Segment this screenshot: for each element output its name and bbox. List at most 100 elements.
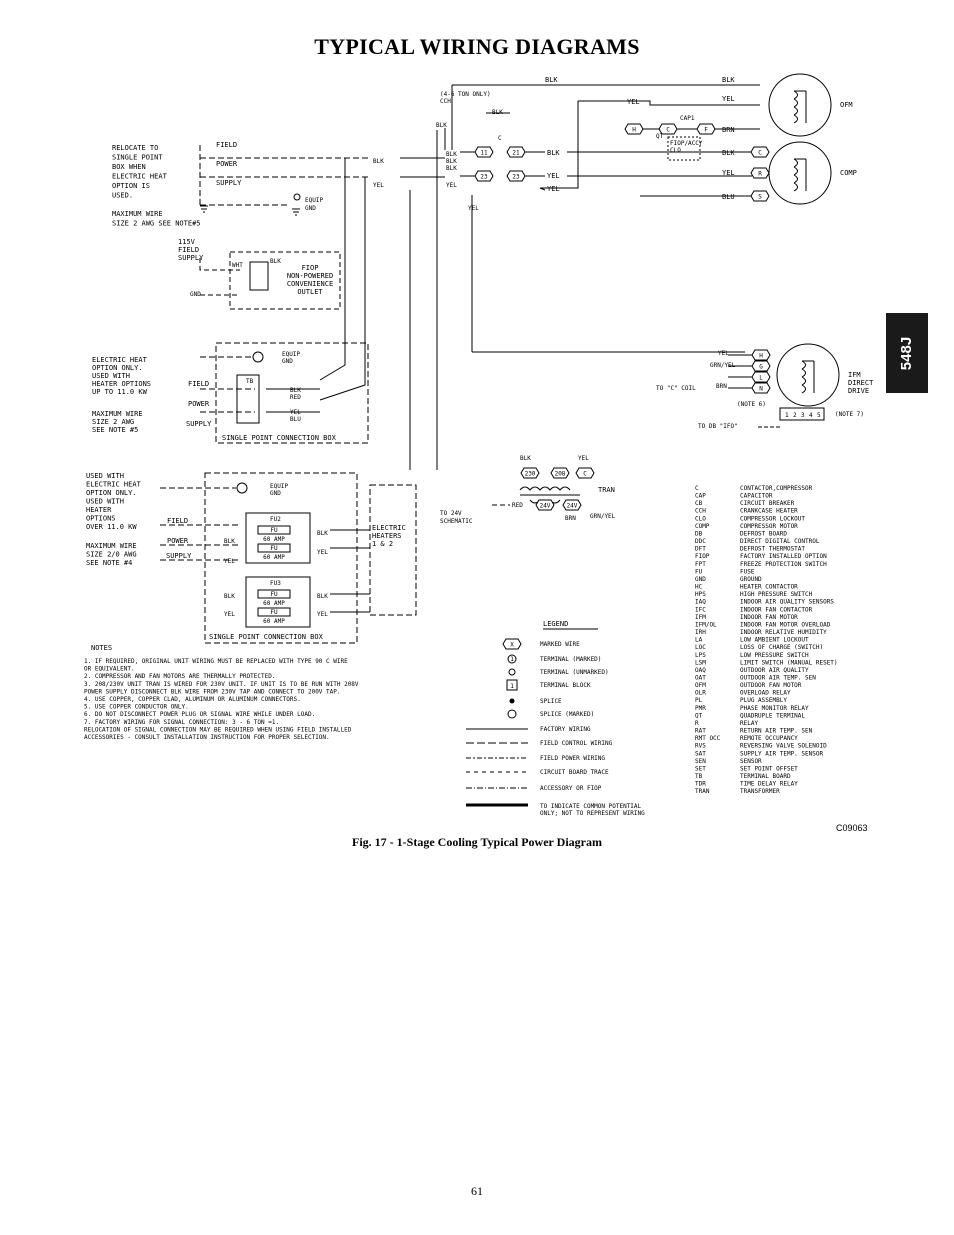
- diagram-label: BLK: [446, 158, 457, 165]
- fu2-block: [245, 512, 311, 564]
- marker-s: [750, 190, 770, 202]
- abbrev-desc: LOSS OF CHARGE (SWITCH): [740, 644, 823, 651]
- convenience-outlet-box: [229, 251, 341, 310]
- diagram-label: BLK: [373, 158, 384, 165]
- abbrev-desc: HEATER CONTACTOR: [740, 584, 798, 591]
- diagram-label: HEATERS: [372, 532, 402, 540]
- abbrev-code: SEN: [695, 758, 706, 765]
- single-point-box-2: [204, 472, 358, 644]
- abbrev-desc: FACTORY INSTALLED OPTION: [740, 553, 827, 560]
- diagram-label: BLK: [317, 530, 328, 537]
- diagram-label: GRN/YEL: [710, 362, 736, 369]
- terminal: [252, 351, 264, 363]
- wire: [578, 100, 760, 106]
- abbrev-desc: INDOOR AIR QUALITY SENSORS: [740, 599, 834, 606]
- diagram-label: BLK: [722, 76, 735, 84]
- abbrev-code: SET: [695, 765, 706, 772]
- diagram-label: USED WITH: [86, 472, 124, 480]
- note-line: 1. IF REQUIRED, ORIGINAL UNIT WIRING MUS…: [84, 658, 348, 665]
- tap-230: [520, 467, 540, 479]
- marker-11: [474, 146, 494, 158]
- abbrev-code: SAT: [695, 750, 706, 757]
- diagram-label: BLK: [520, 455, 531, 462]
- abbrev-code: OAQ: [695, 667, 706, 674]
- diagram-label: EQUIP: [270, 483, 288, 490]
- diagram-label: BLK: [317, 593, 328, 600]
- diagram-label: BOX WHEN: [112, 163, 146, 171]
- wire-marker-label: S: [758, 194, 762, 201]
- diagram-label: USED.: [112, 192, 133, 200]
- tap-24v-b: [562, 499, 582, 511]
- diagram-label: YEL: [718, 350, 729, 357]
- note-line: 5. USE COPPER CONDUCTOR ONLY.: [84, 704, 189, 711]
- diagram-label: SINGLE POINT CONNECTION BOX: [209, 633, 324, 641]
- abbrev-code: RVS: [695, 743, 706, 750]
- note-line: ACCESSORIES - CONSULT INSTALLATION INSTR…: [84, 734, 330, 741]
- single-point-box-1: [215, 342, 369, 444]
- abbrev-desc: SET POINT OFFSET: [740, 765, 798, 772]
- legend-item: FIELD CONTROL WIRING: [540, 740, 613, 747]
- abbrev-code: OLR: [695, 690, 706, 697]
- diagram-label: 115V: [178, 238, 196, 246]
- diagram-label: OVER 11.0 KW: [86, 523, 137, 531]
- abbrev-code: RAT: [695, 728, 706, 735]
- abbrev-code: CCH: [695, 508, 706, 515]
- diagram-label: EQUIP: [305, 197, 323, 204]
- diagram-label: GND: [190, 291, 201, 298]
- abbrev-desc: CIRCUIT BREAKER: [740, 500, 795, 507]
- wire: [540, 101, 579, 189]
- page-number: 61: [471, 1184, 483, 1198]
- note-line: 6. DO NOT DISCONNECT POWER PLUG OR SIGNA…: [84, 711, 315, 718]
- abbrev-code: IFC: [695, 606, 706, 613]
- outlet: [249, 261, 269, 291]
- diagram-label: FU2: [270, 516, 281, 523]
- abbrev-desc: COMPRESSOR MOTOR: [740, 523, 798, 530]
- diagram-label: YEL: [317, 549, 328, 556]
- marker-23: [474, 170, 494, 182]
- diagram-label: QT: [656, 133, 664, 140]
- diagram-label: MAXIMUM WIRE: [112, 210, 163, 218]
- note-line: OR EQUIVALENT.: [84, 666, 135, 673]
- wire-marker-label: X: [510, 642, 514, 649]
- diagram-label: (NOTE 7): [835, 411, 864, 418]
- diagram-label: BLU: [290, 416, 301, 423]
- abbrev-desc: COMPRESSOR LOCKOUT: [740, 515, 805, 522]
- abbrev-code: DFT: [695, 546, 706, 553]
- diagram-label: FIOP/ACCY: [670, 140, 703, 147]
- wire-marker-label: C: [666, 127, 670, 134]
- legend-item: ONLY; NOT TO REPRESENT WIRING: [540, 810, 645, 817]
- diagram-label: SCHEMATIC: [440, 518, 473, 525]
- wire: [319, 177, 366, 401]
- wire: [319, 158, 346, 381]
- legend-item: FIELD POWER WIRING: [540, 755, 605, 762]
- abbrev-desc: REMOTE OCCUPANCY: [740, 735, 798, 742]
- diagram-label: YEL: [722, 95, 735, 103]
- diagram-label: RED: [290, 394, 301, 401]
- abbrev-desc: RETURN AIR TEMP. SEN: [740, 728, 813, 735]
- wire-marker-label: 11: [480, 150, 488, 157]
- diagram-label: SIZE 2/0 AWG: [86, 551, 137, 559]
- wire-marker-label: 230: [525, 471, 536, 478]
- fu3-block: [245, 576, 311, 628]
- diagram-label: HEATER OPTIONS: [92, 380, 151, 388]
- diagram-label: FU: [270, 591, 278, 598]
- wire-marker-label: 208: [555, 471, 566, 478]
- marker-r: [750, 167, 770, 179]
- diagram-label: BLK: [722, 149, 735, 157]
- diagram-label: ELECTRIC HEAT: [92, 356, 148, 364]
- diagram-label: OPTION IS: [112, 182, 150, 190]
- diagram-label: BRN: [716, 383, 727, 390]
- diagram-label: 60 AMP: [263, 600, 285, 607]
- abbrev-code: TB: [695, 773, 703, 780]
- diagram-label: RELOCATE TO: [112, 144, 158, 152]
- section-tab: 548J: [886, 313, 928, 393]
- abbrev-desc: SUPPLY AIR TEMP. SENSOR: [740, 750, 823, 757]
- legend-item: TERMINAL (MARKED): [540, 656, 601, 663]
- abbrev-code: C: [695, 485, 699, 492]
- diagram-label: BLK: [224, 593, 235, 600]
- diagram-label: SUPPLY: [186, 420, 212, 428]
- abbrev-code: RMT OCC: [695, 735, 721, 742]
- diagram-label: (NOTE 6): [737, 401, 766, 408]
- diagram-label: CCH: [440, 98, 451, 105]
